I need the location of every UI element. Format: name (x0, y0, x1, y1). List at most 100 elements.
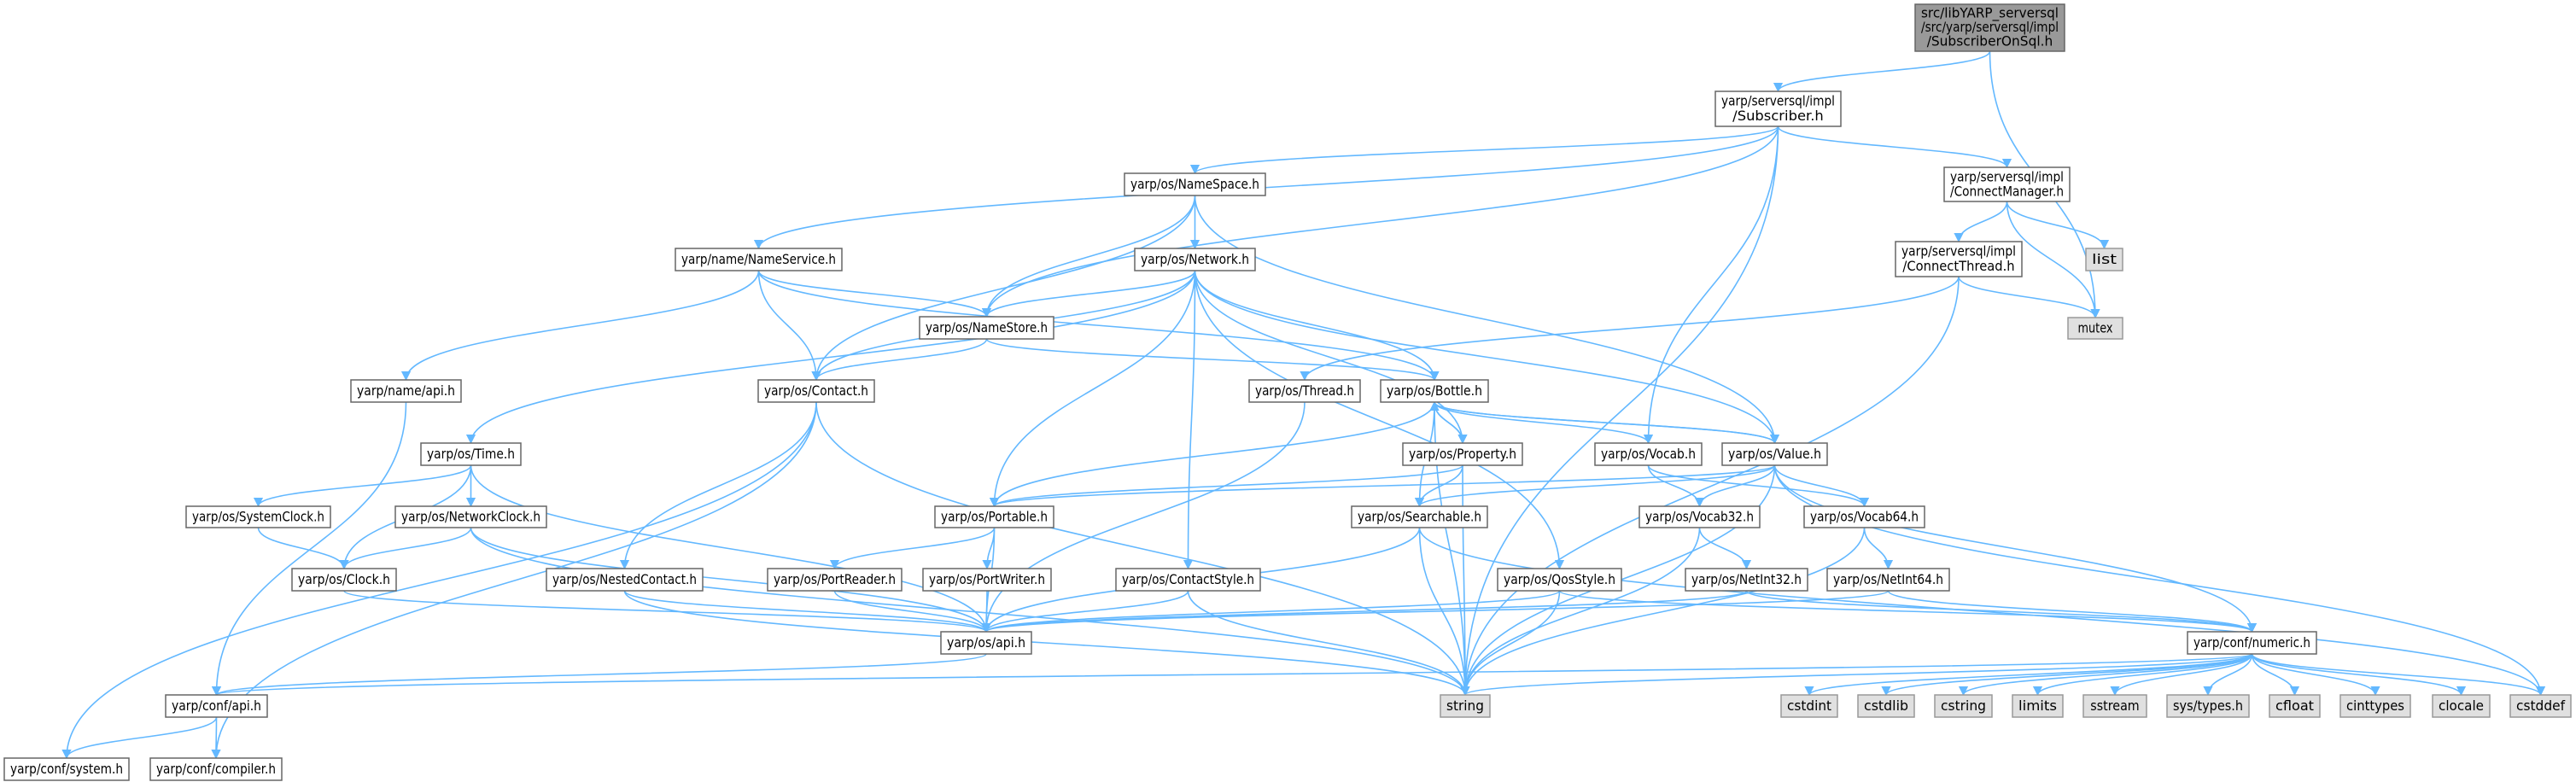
node-label: yarp/serversql/impl (1950, 168, 2064, 184)
node-box (757, 379, 875, 403)
edge-property-to-portable (990, 464, 1463, 508)
node-cstddef[interactable]: cstddef (2509, 694, 2572, 718)
node-box (2085, 248, 2123, 271)
node-namestore[interactable]: yarp/os/NameStore.h (919, 316, 1054, 340)
node-sstream[interactable]: sstream (2082, 694, 2147, 718)
node-label: yarp/os/Portable.h (941, 509, 1048, 525)
node-portreader[interactable]: yarp/os/PortReader.h (767, 568, 902, 592)
node-bottle[interactable]: yarp/os/Bottle.h (1380, 379, 1489, 403)
edge-vocab32-to-string (1460, 527, 1701, 697)
node-time[interactable]: yarp/os/Time.h (420, 442, 522, 466)
node-label: yarp/os/ContactStyle.h (1122, 571, 1254, 587)
edge-nameapi-to-confapi (211, 401, 407, 697)
edge-namespace-to-contact (811, 195, 1196, 382)
node-nestedcontact[interactable]: yarp/os/NestedContact.h (546, 568, 704, 592)
node-box (350, 379, 462, 403)
edge-bottle-to-vocab (1434, 401, 1653, 445)
node-limits[interactable]: limits (2012, 694, 2064, 718)
edge-numeric-to-cstdlib (1881, 653, 2253, 697)
node-mutex[interactable]: mutex (2067, 317, 2123, 340)
node-contact[interactable]: yarp/os/Contact.h (757, 379, 875, 403)
node-label: yarp/os/Vocab32.h (1645, 509, 1754, 525)
edge-numeric-to-string (1460, 653, 2253, 697)
node-vocab64[interactable]: yarp/os/Vocab64.h (1803, 505, 1925, 528)
node-contactstyle[interactable]: yarp/os/ContactStyle.h (1115, 568, 1261, 592)
edge-subscriber-to-nameservice (754, 125, 1779, 250)
node-netint32[interactable]: yarp/os/NetInt32.h (1685, 568, 1808, 592)
node-string[interactable]: string (1440, 694, 1491, 718)
edge-layer (61, 50, 2546, 760)
node-clocale[interactable]: clocale (2432, 694, 2491, 718)
edge-numeric-to-confapi (212, 653, 2253, 697)
node-confsystem[interactable]: yarp/conf/system.h (3, 757, 130, 781)
node-portable[interactable]: yarp/os/Portable.h (934, 505, 1054, 528)
node-box (1895, 241, 2023, 277)
node-nameapi[interactable]: yarp/name/api.h (350, 379, 462, 403)
node-list[interactable]: list (2085, 248, 2123, 271)
edge-connectthread-to-string (1460, 276, 1960, 697)
node-systemclock[interactable]: yarp/os/SystemClock.h (185, 505, 331, 528)
node-label: src/libYARP_serversql (1921, 5, 2059, 22)
node-clock[interactable]: yarp/os/Clock.h (291, 568, 397, 592)
node-cstdlib[interactable]: cstdlib (1857, 694, 1915, 718)
node-label: yarp/os/NetInt64.h (1833, 571, 1943, 587)
node-label: yarp/conf/numeric.h (2193, 634, 2310, 651)
node-netint64[interactable]: yarp/os/NetInt64.h (1826, 568, 1950, 592)
node-box (767, 568, 902, 592)
node-box (675, 248, 843, 271)
node-networkclock[interactable]: yarp/os/NetworkClock.h (394, 505, 547, 528)
node-connectthread[interactable]: yarp/serversql/impl/ConnectThread.h (1895, 241, 2023, 277)
node-box (2339, 694, 2411, 718)
node-property[interactable]: yarp/os/Property.h (1402, 442, 1523, 466)
node-confcompiler[interactable]: yarp/conf/compiler.h (149, 757, 283, 781)
edge-numeric-to-cfloat (2251, 653, 2300, 697)
edge-nestedcontact-to-osapi (623, 590, 991, 633)
node-vocab[interactable]: yarp/os/Vocab.h (1594, 442, 1703, 466)
node-cstdint[interactable]: cstdint (1780, 694, 1838, 718)
edge-namespace-to-value (1194, 195, 1780, 445)
edge-vocab32-to-netint32 (1698, 527, 1752, 570)
node-box (1124, 172, 1266, 196)
edge-subscriber-to-connectmanager (1777, 125, 2012, 169)
node-numeric[interactable]: yarp/conf/numeric.h (2187, 631, 2317, 655)
node-subscriber[interactable]: yarp/serversql/impl/Subscriber.h (1714, 90, 1842, 127)
node-cstring[interactable]: cstring (1934, 694, 1993, 718)
node-vocab32[interactable]: yarp/os/Vocab32.h (1638, 505, 1761, 528)
edge-nameservice-to-bottle (757, 270, 1440, 382)
node-cinttypes[interactable]: cinttypes (2339, 694, 2411, 718)
node-label: yarp/os/Vocab.h (1601, 446, 1696, 462)
node-network[interactable]: yarp/os/Network.h (1134, 248, 1256, 271)
node-label: clocale (2439, 697, 2484, 714)
node-box (934, 505, 1054, 528)
edge-contact-to-string (815, 401, 1470, 697)
node-systypes[interactable]: sys/types.h (2166, 694, 2250, 718)
node-box (3, 757, 130, 781)
node-label: cstring (1941, 697, 1986, 714)
edge-bottle-to-portable (989, 401, 1435, 508)
node-root[interactable]: src/libYARP_serversql/src/yarp/serversql… (1914, 3, 2065, 52)
edge-vocab64-to-string (1460, 527, 1866, 697)
edge-vocab64-to-netint64 (1863, 527, 1894, 570)
edge-numeric-to-systypes (2203, 653, 2253, 697)
node-box (1721, 442, 1828, 466)
node-cfloat[interactable]: cfloat (2269, 694, 2321, 718)
node-namespace[interactable]: yarp/os/NameSpace.h (1124, 172, 1266, 196)
edge-connectthread-to-mutex (1958, 276, 2100, 319)
node-confapi[interactable]: yarp/conf/api.h (165, 694, 268, 718)
node-portwriter[interactable]: yarp/os/PortWriter.h (922, 568, 1052, 592)
node-connectmanager[interactable]: yarp/serversql/impl/ConnectManager.h (1943, 166, 2071, 202)
edge-netint32-to-osapi (981, 590, 1748, 633)
node-value[interactable]: yarp/os/Value.h (1721, 442, 1828, 466)
node-thread[interactable]: yarp/os/Thread.h (1248, 379, 1361, 403)
edge-root-to-subscriber (1773, 50, 1991, 93)
node-box (1248, 379, 1361, 403)
node-qosstyle[interactable]: yarp/os/QosStyle.h (1497, 568, 1622, 592)
node-box (2012, 694, 2064, 718)
node-box (185, 505, 331, 528)
node-nameservice[interactable]: yarp/name/NameService.h (675, 248, 843, 271)
node-label: yarp/os/QosStyle.h (1504, 571, 1615, 587)
node-osapi[interactable]: yarp/os/api.h (940, 631, 1032, 655)
node-searchable[interactable]: yarp/os/Searchable.h (1351, 505, 1488, 528)
node-box (2432, 694, 2491, 718)
node-box (1638, 505, 1761, 528)
